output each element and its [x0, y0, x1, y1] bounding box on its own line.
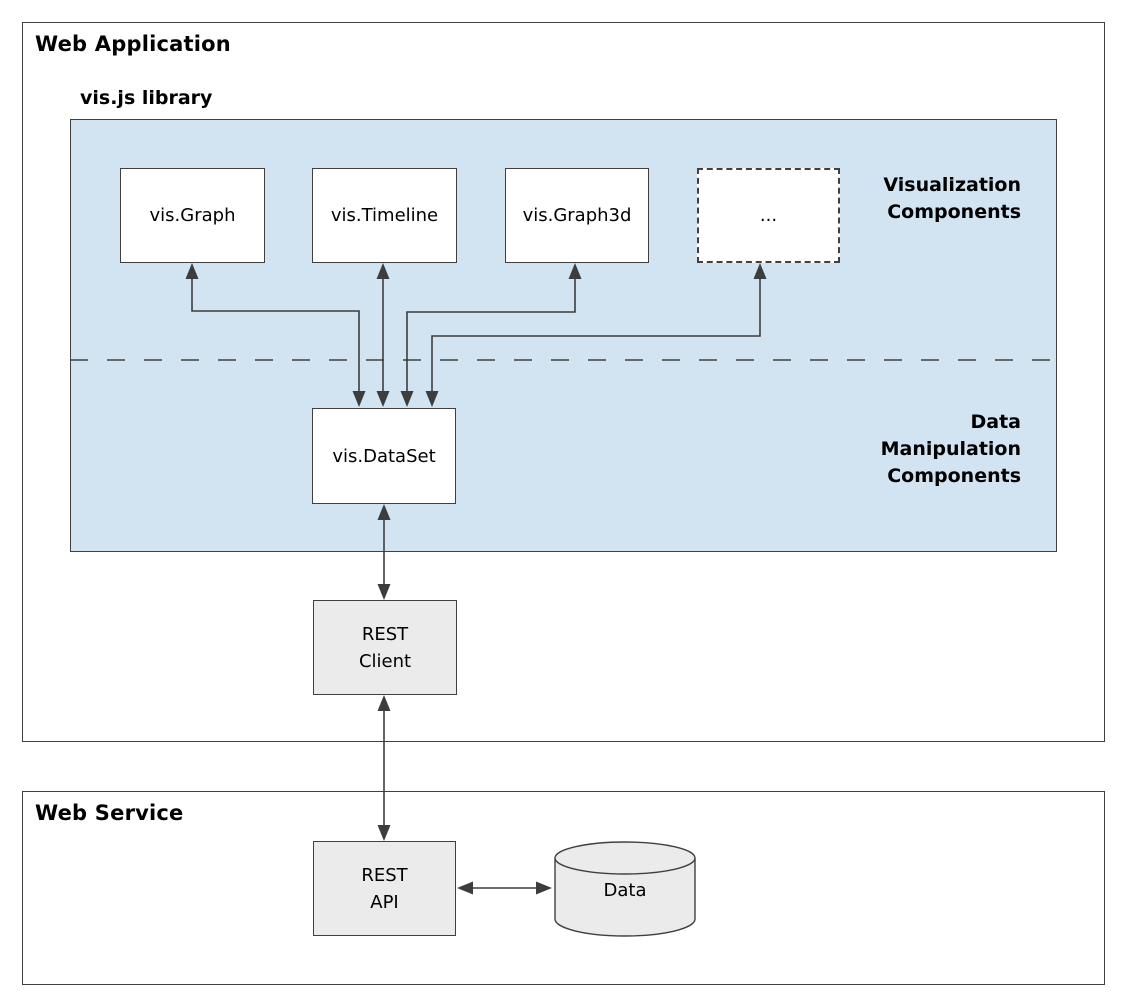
node-more-components: ... — [697, 168, 840, 263]
web-application-title: Web Application — [35, 32, 231, 56]
data-manipulation-components-label: Data Manipulation Components — [831, 409, 1021, 490]
rest-api-line2: API — [370, 891, 399, 913]
data-manipulation-label-line1: Data — [970, 411, 1022, 433]
rest-client-line2: Client — [358, 650, 412, 672]
node-more-components-label: ... — [759, 205, 778, 226]
node-rest-client-label: REST Client — [359, 621, 411, 675]
rest-api-line1: REST — [361, 864, 408, 886]
node-database-label: Data — [603, 880, 647, 901]
node-vis-graph3d: vis.Graph3d — [505, 168, 649, 263]
rest-client-line1: REST — [361, 623, 409, 645]
node-rest-api-label: REST API — [361, 862, 407, 916]
database-cylinder-icon — [554, 841, 696, 937]
data-manipulation-label-line2: Manipulation — [880, 438, 1021, 460]
node-vis-timeline-label: vis.Timeline — [330, 205, 439, 226]
node-vis-timeline: vis.Timeline — [312, 168, 457, 263]
visualization-components-label-line1: Visualization — [883, 174, 1021, 196]
node-rest-client: REST Client — [313, 600, 457, 695]
data-manipulation-label-line3: Components — [887, 465, 1021, 487]
node-vis-dataset-label: vis.DataSet — [332, 445, 436, 467]
node-rest-api: REST API — [313, 841, 456, 936]
visualization-components-label-line2: Components — [887, 201, 1021, 223]
web-service-title: Web Service — [35, 801, 184, 825]
node-vis-graph-label: vis.Graph — [149, 205, 236, 226]
visualization-components-label: Visualization Components — [831, 172, 1021, 226]
node-vis-graph: vis.Graph — [120, 168, 265, 263]
node-vis-graph3d-label: vis.Graph3d — [522, 205, 632, 226]
node-vis-dataset: vis.DataSet — [312, 408, 456, 504]
node-database: Data — [553, 840, 697, 938]
visjs-library-label: vis.js library — [80, 87, 213, 109]
